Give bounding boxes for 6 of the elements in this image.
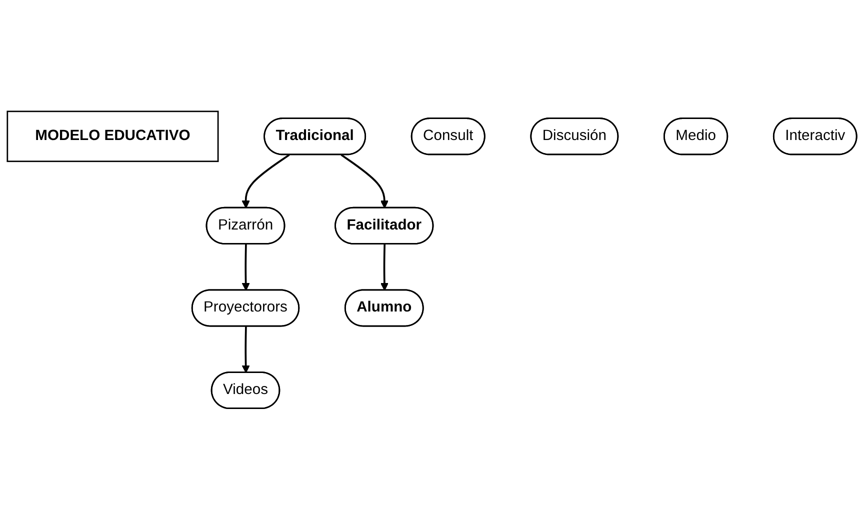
- arrow: [242, 154, 290, 208]
- node-box: MODELO EDUCATIVO: [6, 110, 219, 162]
- arrow: [242, 326, 250, 373]
- arrow: [340, 154, 389, 208]
- arrow: [380, 244, 389, 290]
- arrow: [242, 244, 250, 290]
